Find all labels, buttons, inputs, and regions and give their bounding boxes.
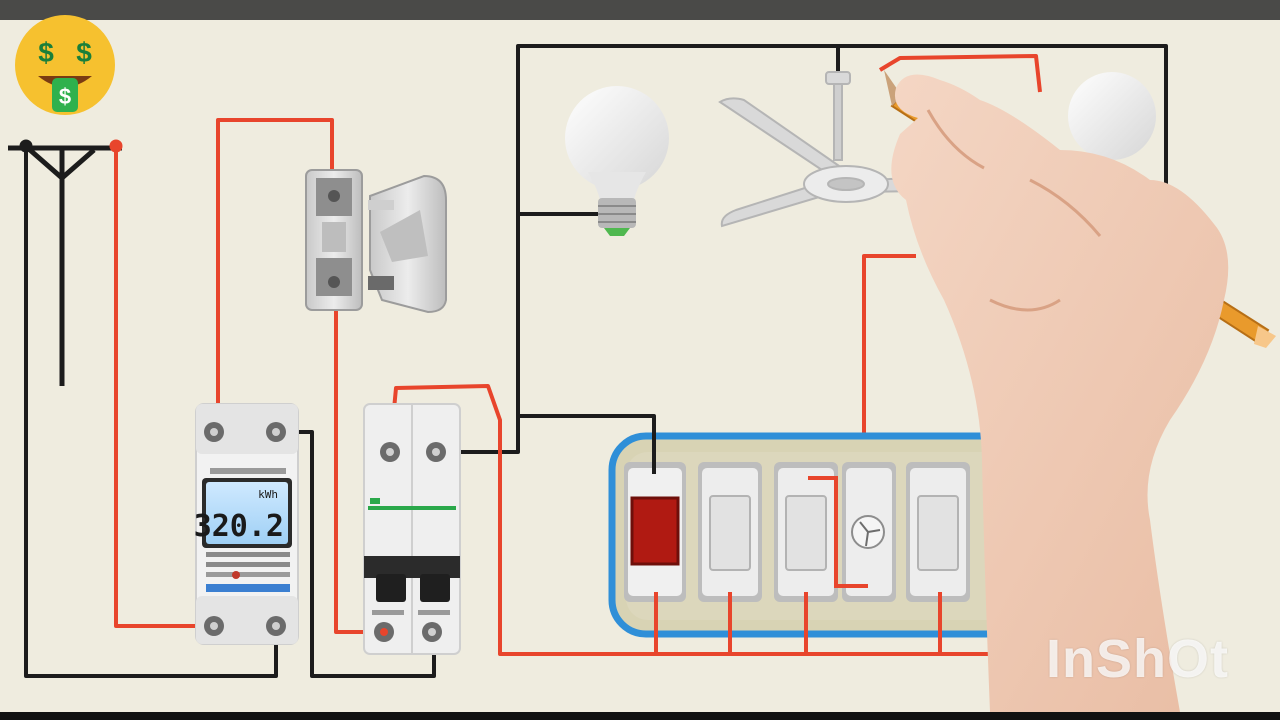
indicator-lamp [624, 462, 686, 602]
switch-1 [698, 462, 762, 602]
ceiling-fan-icon [718, 71, 996, 228]
bulb-icon [1068, 72, 1156, 160]
utility-pole-icon [8, 139, 123, 386]
neutral-wire-pole-to-meter [24, 150, 278, 678]
switch-3 [906, 462, 970, 602]
energy-meter-icon: kWh 320.2 [194, 403, 299, 645]
watermark: InShOt [1046, 629, 1229, 689]
circuit-breaker-icon [363, 403, 461, 655]
live-wire-breaker-loop [388, 384, 990, 656]
top-bar [0, 0, 1280, 20]
board-wire-overlay [652, 416, 942, 650]
live-wire-pole-to-meter [114, 146, 214, 628]
meter-display [206, 482, 288, 544]
money-mouth-emoji-icon: $ $ $ [15, 15, 115, 115]
switch-2 [774, 462, 838, 602]
meter-unit: kWh [258, 488, 278, 501]
fan-regulator [842, 462, 896, 602]
hand-with-pencil-icon [884, 70, 1276, 713]
svg-text:$: $ [59, 84, 71, 109]
bulb-icon [565, 86, 669, 236]
svg-text:$: $ [76, 37, 92, 68]
neutral-wire-meter-to-breaker [282, 430, 436, 678]
live-wire-meter-to-fuse [216, 118, 334, 432]
live-wire-top-right [878, 54, 1042, 93]
neutral-wire-main-loop [436, 44, 1168, 454]
live-wire-to-fan-switch [862, 254, 916, 470]
svg-text:$: $ [38, 37, 54, 68]
bottom-edge [0, 712, 1280, 720]
meter-reading: 320.2 [194, 509, 284, 544]
fuse-icon [305, 169, 447, 314]
